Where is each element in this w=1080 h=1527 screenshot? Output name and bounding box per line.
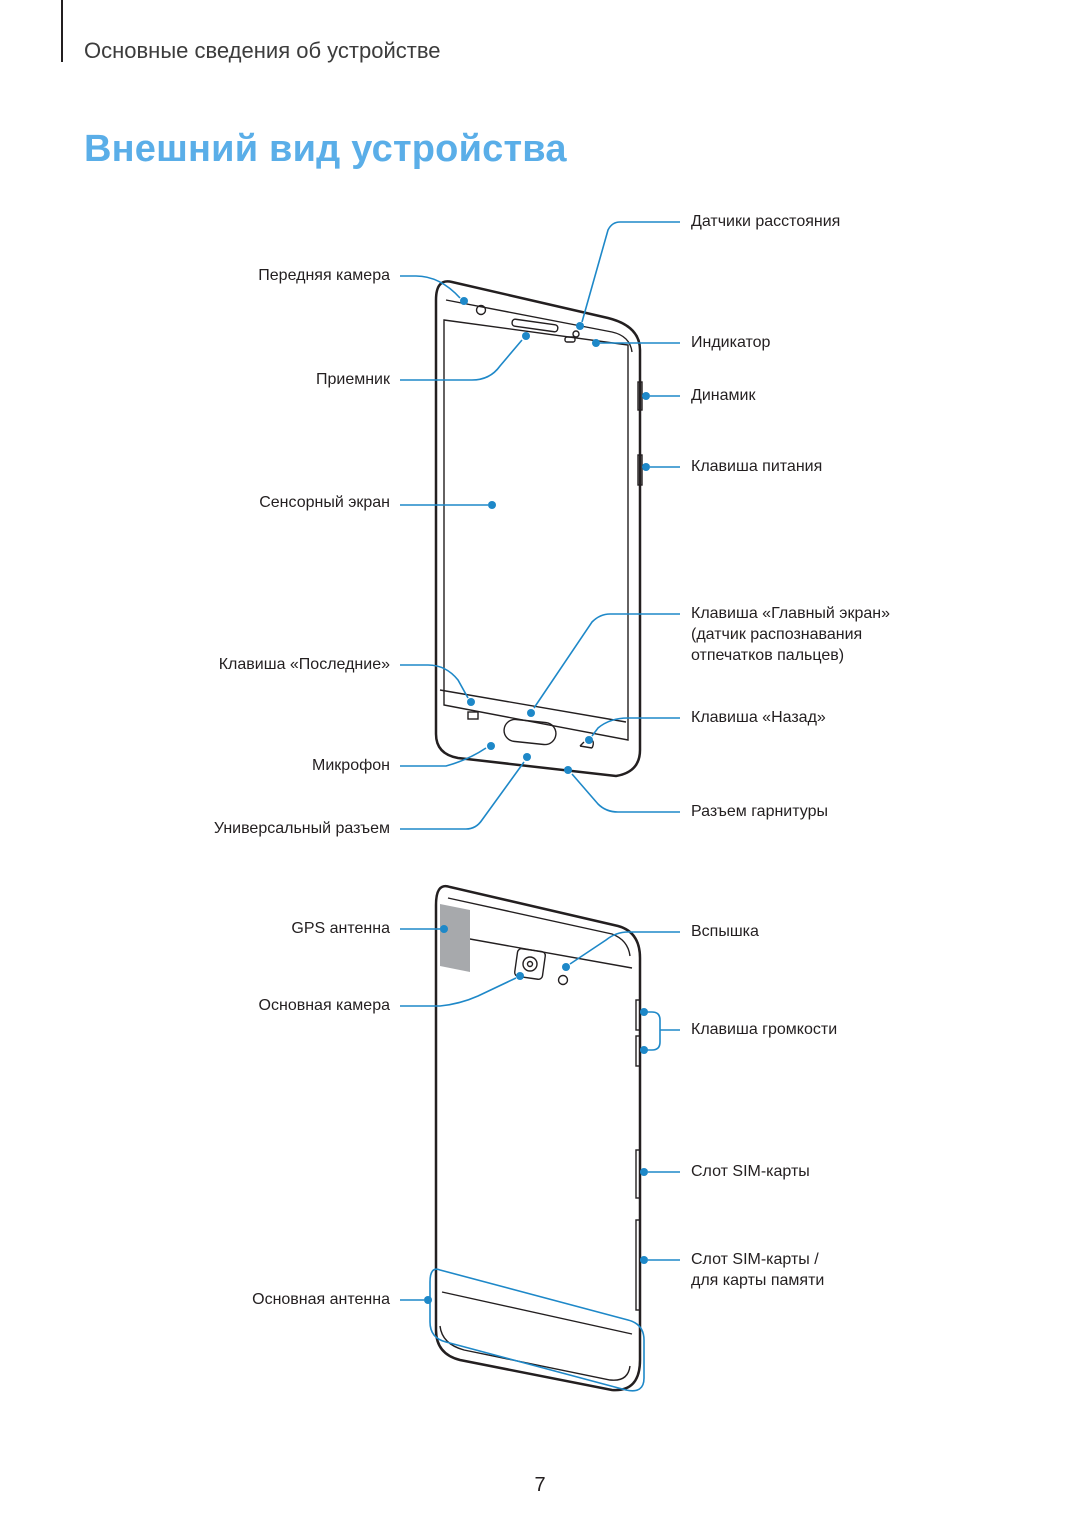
label-earphone-jack: Разъем гарнитуры [691,803,828,820]
label-touchscreen: Сенсорный экран [259,494,390,511]
front-device [434,280,643,778]
side-power-key [637,454,643,486]
gps-antenna-area [440,904,470,972]
label-sim-tray: Слот SIM-карты [691,1163,810,1180]
back-device [434,884,642,1392]
flash-icon [557,974,569,986]
front-camera-icon [475,304,487,316]
proximity-sensor-icon [572,330,580,338]
home-button-icon [503,718,557,746]
label-front-camera: Передняя камера [258,267,390,284]
label-rear-camera: Основная камера [258,997,390,1014]
label-indicator: Индикатор [691,334,771,351]
label-flash: Вспышка [691,923,759,940]
rear-camera-icon [514,948,546,980]
label-back-key: Клавиша «Назад» [691,709,826,726]
label-receiver: Приемник [315,371,390,388]
label-gps-antenna: GPS антенна [291,920,390,937]
label-volume-key: Клавиша громкости [691,1021,838,1038]
front-leaders [400,221,680,830]
back-leaders [400,925,680,1392]
volume-down-key [635,1035,641,1067]
led-indicator-icon [564,336,576,343]
sim-tray-slot [635,1149,641,1199]
label-sim-memory-line1: Слот SIM-карты / [691,1251,819,1268]
volume-up-key [635,999,641,1031]
label-proximity-sensors: Датчики расстояния [691,213,841,230]
label-multipurpose-jack: Универсальный разъем [213,820,390,837]
page-number: 7 [534,1474,546,1496]
receiver-icon [511,318,559,333]
sim-memory-tray-slot [635,1219,641,1311]
label-home-key-line1: Клавиша «Главный экран» [691,605,890,622]
section-marker [61,0,63,62]
recents-key-icon [467,711,479,720]
label-power-key: Клавиша питания [691,458,823,475]
label-microphone: Микрофон [312,757,390,774]
label-speaker: Динамик [691,387,756,404]
label-home-key-line2: (датчик распознавания [691,626,863,643]
page-heading: Внешний вид устройства [84,128,567,170]
label-recents-key: Клавиша «Последние» [218,656,390,673]
label-sim-memory-line2: для карты памяти [691,1272,825,1289]
label-main-antenna: Основная антенна [252,1291,390,1308]
section-title: Основные сведения об устройстве [84,38,441,63]
label-home-key-line3: отпечатков пальцев) [691,647,845,664]
